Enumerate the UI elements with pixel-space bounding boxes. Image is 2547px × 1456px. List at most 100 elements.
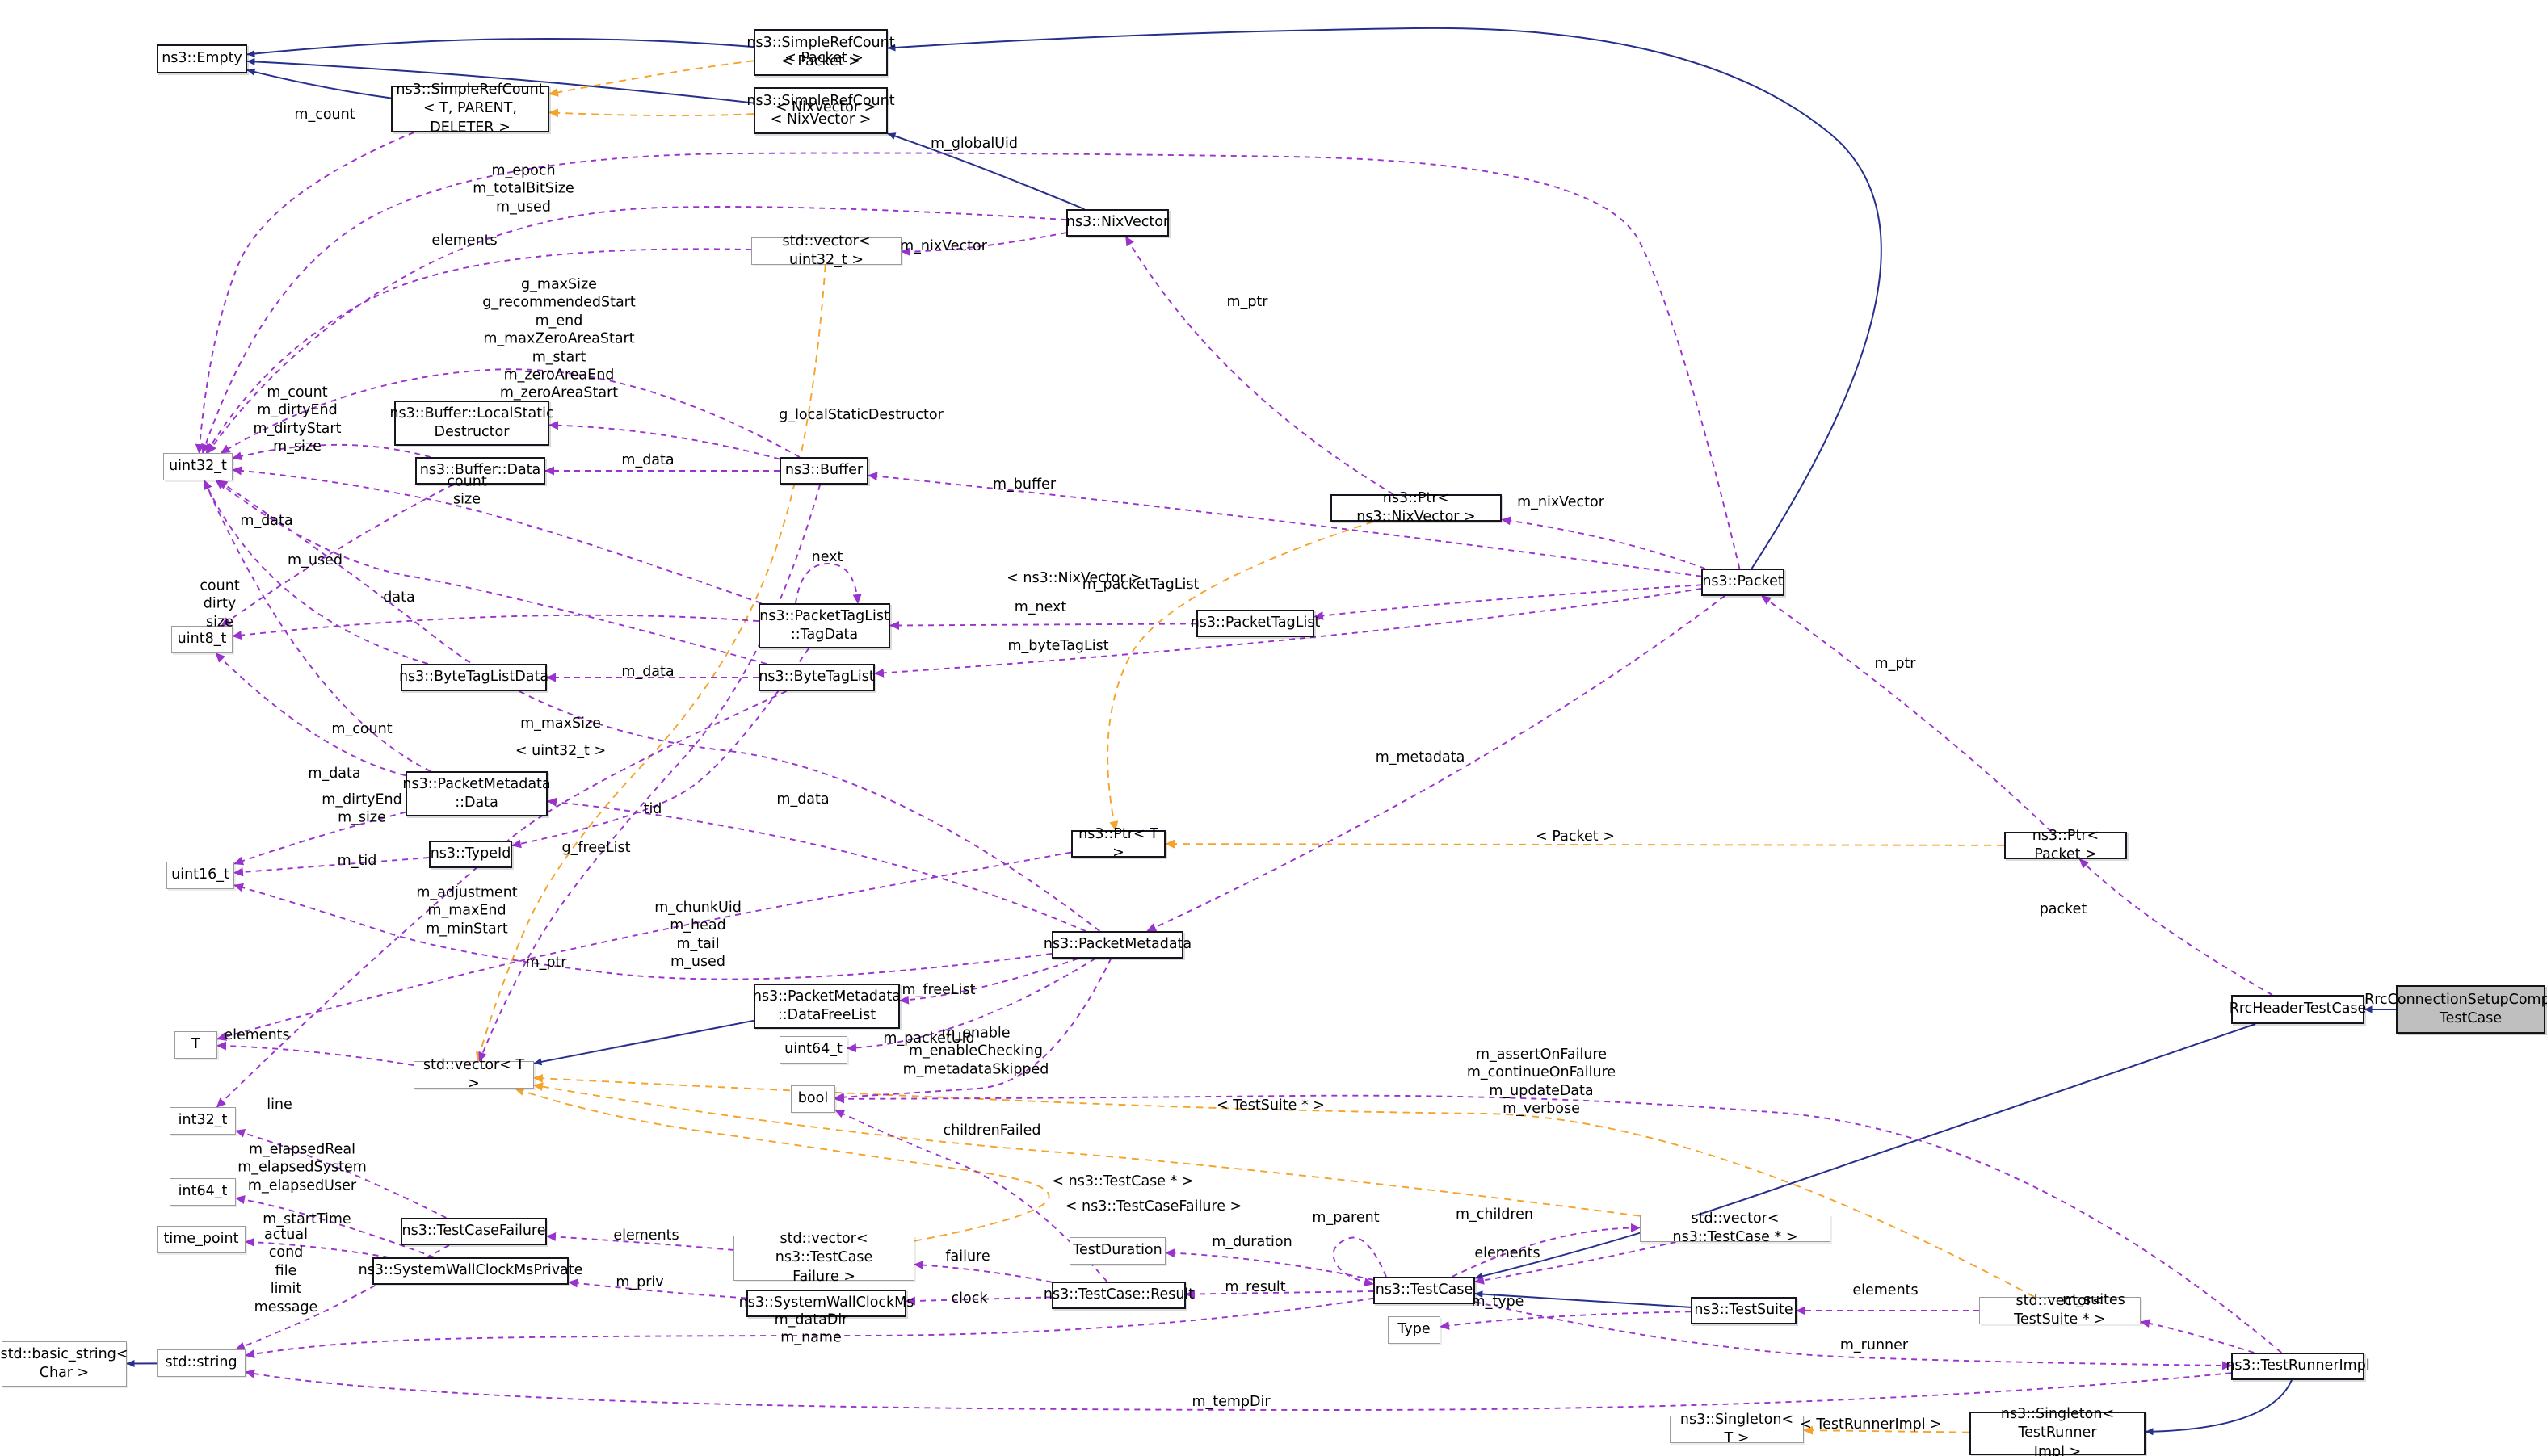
edge-packet-pm <box>1146 595 1725 932</box>
node-i32[interactable]: int32_t <box>170 1107 236 1135</box>
node-btld[interactable]: ns3::ByteTagListData <box>399 664 548 691</box>
node-u8[interactable]: uint8_t <box>171 626 233 653</box>
edge-packet-ptl <box>1313 584 1702 620</box>
node-rrc_main[interactable]: RrcConnectionSetupComplete TestCase <box>2364 985 2547 1034</box>
edge-src_nix-src_tpd <box>548 108 754 118</box>
edge-vec_tcf-tcf <box>546 1232 734 1251</box>
edge-testcase-vec_tc <box>1452 1223 1641 1278</box>
node-bool_box[interactable]: bool <box>791 1085 835 1113</box>
node-vec_tc[interactable]: std::vector< ns3::TestCase * > <box>1640 1211 1830 1245</box>
node-swcmp[interactable]: ns3::SystemWallClockMsPrivate <box>359 1257 582 1285</box>
edge-nixvector-src_nix <box>887 132 1085 210</box>
node-tcf[interactable]: ns3::TestCaseFailure <box>401 1218 547 1245</box>
edge-dfl-vec_t <box>533 1019 754 1066</box>
node-singleton_tri[interactable]: ns3::Singleton< TestRunner Impl > <box>1969 1406 2146 1456</box>
edge-pm-u32 <box>217 480 1100 932</box>
node-swcm[interactable]: ns3::SystemWallClockMs <box>739 1290 914 1317</box>
edge-tri-stdstring <box>245 1369 2232 1411</box>
node-ptr_packet[interactable]: ns3::Ptr< Packet > <box>2004 828 2127 862</box>
node-tagdata[interactable]: ns3::PacketTagList ::TagData <box>759 603 890 648</box>
node-dfl[interactable]: ns3::PacketMetadata ::DataFreeList <box>753 984 901 1029</box>
node-testduration[interactable]: TestDuration <box>1070 1237 1166 1265</box>
edge-pm-dfl <box>899 958 1078 1005</box>
edge-rrchtc-ptr_packet <box>2078 858 2273 996</box>
edge-testcase-stdstring <box>245 1297 1374 1359</box>
edge-testcase-tc_result <box>1185 1290 1374 1299</box>
node-buffer[interactable]: ns3::Buffer <box>780 457 868 485</box>
edge-vec_u32-u32 <box>205 248 752 454</box>
edge-singleton_tri-singleton_t <box>1803 1425 1970 1435</box>
node-ptl[interactable]: ns3::PacketTagList <box>1191 610 1320 637</box>
edge-tc_result-swcm <box>906 1296 1053 1306</box>
node-lsd[interactable]: ns3::Buffer::LocalStatic Destructor <box>389 401 554 446</box>
edge-src_packet-src_tpd <box>548 60 754 97</box>
edge-buffer-u32 <box>220 368 801 458</box>
node-btl[interactable]: ns3::ByteTagList <box>759 664 875 691</box>
node-basicstring[interactable]: std::basic_string< Char > <box>1 1341 128 1387</box>
node-src_packet[interactable]: ns3::SimpleRefCount < Packet > <box>746 29 895 76</box>
edge-typeid-u16 <box>233 857 430 877</box>
node-pmd_data[interactable]: ns3::PacketMetadata ::Data <box>402 771 551 816</box>
edge-vec_tc-testcase <box>1474 1241 1676 1285</box>
edge-tagdata-typeid <box>511 648 809 849</box>
edge-tri-bool_box <box>834 1094 2282 1353</box>
edge-testsuite-testcase <box>1474 1290 1692 1308</box>
edge-packet-buffer <box>868 472 1702 577</box>
edge-btld-u32 <box>203 480 429 665</box>
node-stdstring[interactable]: std::string <box>157 1349 246 1377</box>
node-vec_ts[interactable]: std::vector< TestSuite * > <box>1979 1293 2141 1328</box>
edge-buffer-lsd <box>548 421 780 460</box>
node-vec_tcf[interactable]: std::vector< ns3::TestCase Failure > <box>733 1231 914 1285</box>
edge-swcm-swcmp <box>568 1278 747 1299</box>
node-buf_data[interactable]: ns3::Buffer::Data <box>415 457 545 485</box>
edge-pmd_data-u16 <box>233 811 406 866</box>
node-t_box[interactable]: T <box>174 1031 217 1059</box>
edge-testcase-tri <box>1474 1301 2232 1370</box>
node-u64[interactable]: uint64_t <box>780 1036 847 1064</box>
edge-src_nix-empty <box>246 57 754 104</box>
node-timepoint[interactable]: time_point <box>157 1226 246 1253</box>
edge-vec_tcf-vec_t <box>514 1087 1050 1242</box>
edge-vec_u32-vec_t <box>475 264 826 1062</box>
node-packet[interactable]: ns3::Packet <box>1701 569 1784 596</box>
node-ptr_nix[interactable]: ns3::Ptr< ns3::NixVector > <box>1330 490 1502 525</box>
edge-ptr_packet-ptr_t <box>1165 839 2005 849</box>
edge-tagdata-u8 <box>232 614 759 640</box>
edge-packet-u32 <box>201 152 1741 569</box>
edge-tagdata-u32 <box>232 466 762 604</box>
edge-ptr_t-t_box <box>216 851 1072 1041</box>
node-type_box[interactable]: Type <box>1388 1316 1440 1344</box>
node-pm[interactable]: ns3::PacketMetadata <box>1044 931 1192 959</box>
edge-pmd_data-u8 <box>215 652 406 777</box>
node-singleton_t[interactable]: ns3::Singleton< T > <box>1670 1412 1804 1446</box>
node-nixvector[interactable]: ns3::NixVector <box>1066 209 1169 237</box>
edge-pmd_data-u32 <box>203 480 431 772</box>
edge-btl-u32 <box>215 480 767 665</box>
node-testcase[interactable]: ns3::TestCase <box>1373 1277 1475 1304</box>
node-u16[interactable]: uint16_t <box>166 862 234 889</box>
node-u32[interactable]: uint32_t <box>163 453 233 480</box>
edge-vec_t-t_box <box>216 1041 414 1067</box>
edge-buffer-vec_t <box>478 484 822 1062</box>
node-rrchtc[interactable]: RrcHeaderTestCase <box>2230 995 2366 1024</box>
node-tri[interactable]: ns3::TestRunnerImpl <box>2225 1353 2370 1380</box>
node-testsuite[interactable]: ns3::TestSuite <box>1691 1297 1797 1324</box>
edge-vec_tc-vec_t <box>533 1082 1641 1217</box>
node-vec_t[interactable]: std::vector< T > <box>414 1057 534 1092</box>
node-src_tpd[interactable]: ns3::SimpleRefCount < T, PARENT, DELETER… <box>391 82 549 136</box>
edge-tri-singleton_tri <box>2145 1379 2293 1436</box>
node-tc_result[interactable]: ns3::TestCase::Result <box>1044 1282 1194 1309</box>
node-empty[interactable]: ns3::Empty <box>157 44 247 73</box>
edge-swcmp-timepoint <box>245 1237 389 1258</box>
node-vec_u32[interactable]: std::vector< uint32_t > <box>751 233 902 268</box>
edge-tc_result-bool_box <box>834 1109 1108 1282</box>
node-i64[interactable]: int64_t <box>170 1178 236 1206</box>
edge-rrchtc-testcase <box>1474 1023 2256 1280</box>
edge-btl-i32 <box>216 690 787 1108</box>
node-typeid[interactable]: ns3::TypeId <box>429 841 512 868</box>
edge-tc_result-vec_tcf <box>914 1261 1053 1283</box>
node-src_nix[interactable]: ns3::SimpleRefCount < NixVector > <box>746 87 895 134</box>
node-ptr_t[interactable]: ns3::Ptr< T > <box>1071 826 1166 861</box>
